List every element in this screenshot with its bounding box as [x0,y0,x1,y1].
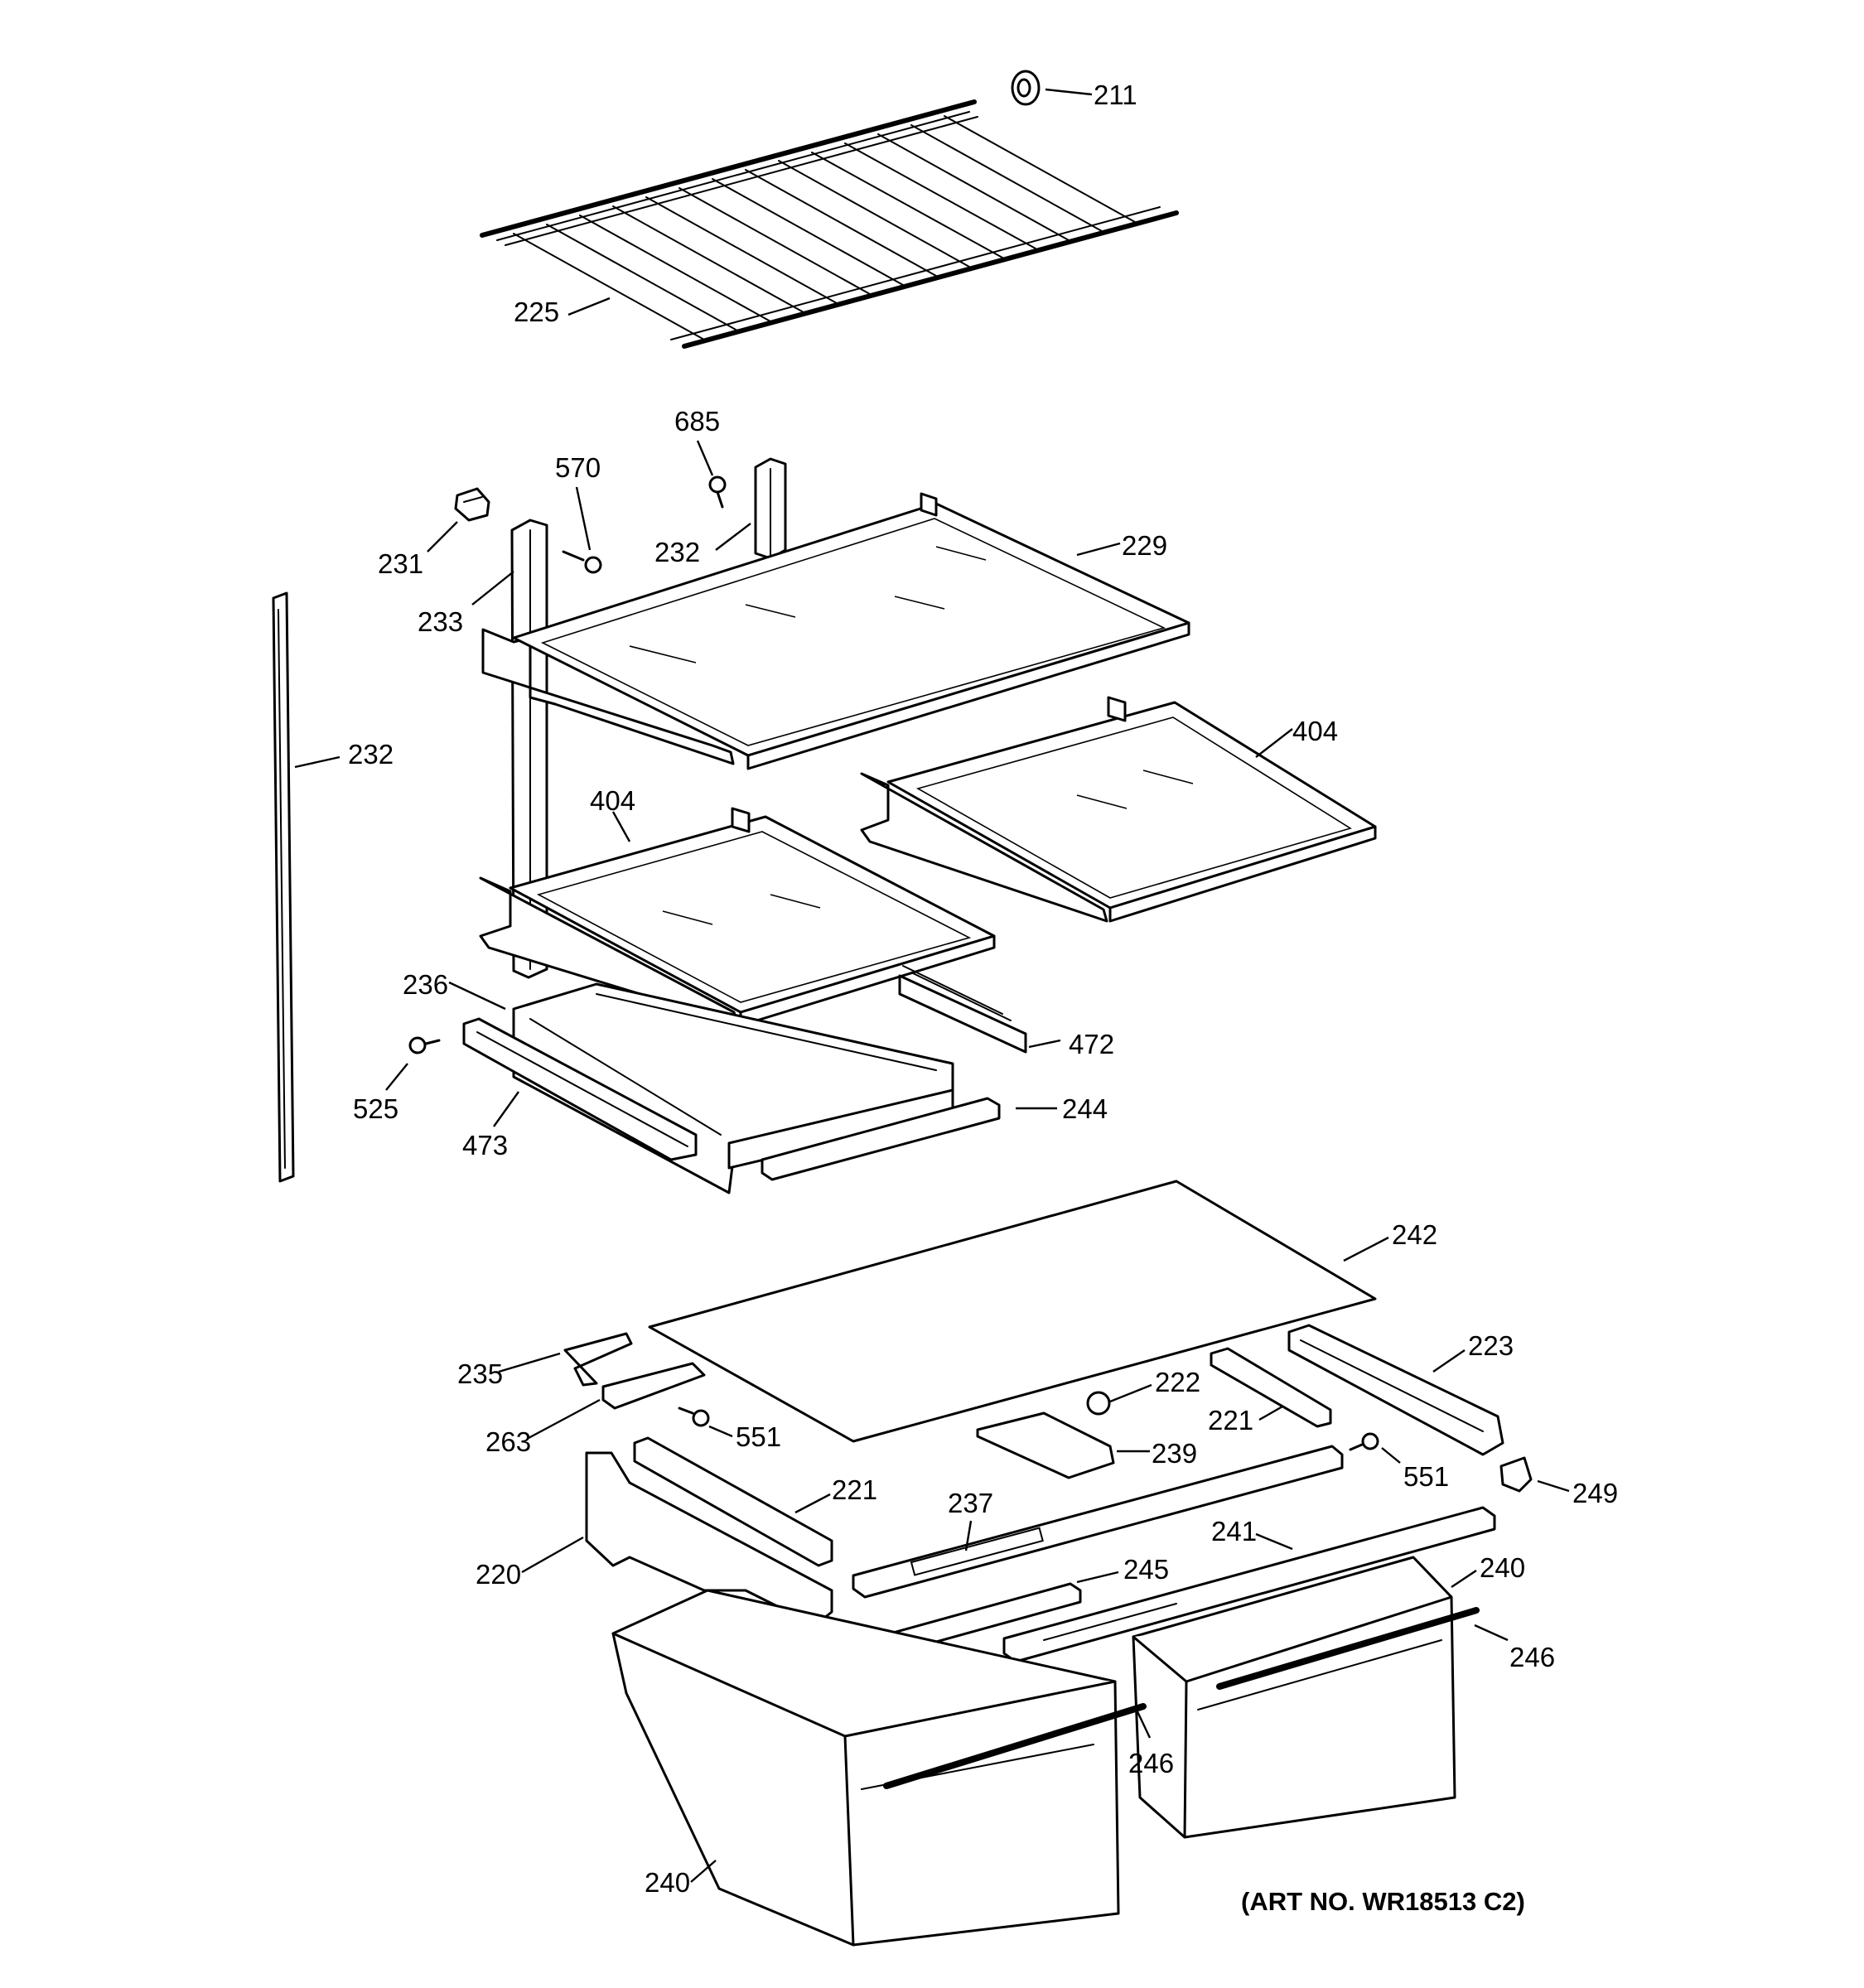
part-240-crisper-drawer-left[interactable] [611,1589,1120,1947]
part-551-screw-right[interactable] [1349,1432,1379,1451]
callout-404-left: 404 [590,785,635,816]
callout-225: 225 [514,297,559,327]
part-249-bracket[interactable] [1499,1456,1533,1493]
callout-263: 263 [485,1426,531,1457]
callout-246-left: 246 [1128,1748,1174,1778]
callout-221-right: 221 [1208,1405,1253,1436]
callout-240-right: 240 [1480,1552,1525,1583]
part-222-roller[interactable] [1086,1391,1111,1416]
callout-472: 472 [1069,1029,1114,1059]
part-551-screw-left[interactable] [678,1407,710,1427]
part-223-slide-rail-assembly[interactable] [1287,1324,1504,1456]
callout-239: 239 [1152,1438,1197,1469]
part-221-channel-right[interactable] [1210,1347,1332,1428]
part-242-glass-cover[interactable] [648,1180,1377,1443]
callout-241: 241 [1211,1516,1257,1546]
part-232-shelf-rail-left[interactable] [272,591,295,1183]
leader-lines [294,88,1570,1883]
part-241-front-rail[interactable] [1002,1506,1496,1663]
callout-249: 249 [1572,1478,1618,1508]
part-404-glass-shelf-right[interactable] [860,696,1377,923]
callout-685: 685 [674,406,720,437]
callout-labels: 211 225 685 570 231 232 229 233 232 404 … [348,80,1618,1898]
callout-525: 525 [353,1093,398,1124]
callout-240-left: 240 [645,1867,690,1898]
part-525-screw[interactable] [408,1036,441,1054]
part-237-cover-support[interactable] [852,1445,1344,1599]
part-211-shelf-stop[interactable] [1011,70,1041,106]
part-232-shelf-rail-upper[interactable] [754,457,787,560]
callout-237: 237 [948,1488,993,1518]
callout-244: 244 [1062,1093,1108,1124]
callout-242: 242 [1392,1219,1437,1250]
callout-223: 223 [1468,1330,1514,1361]
callout-404-right: 404 [1292,716,1338,746]
callout-570: 570 [555,452,601,483]
callout-232-left: 232 [348,739,394,770]
part-225-wire-shelf[interactable] [480,99,1179,349]
part-221-channel-left[interactable] [633,1436,833,1567]
part-229-glass-shelf[interactable] [481,492,1190,770]
callout-551-right: 551 [1403,1461,1449,1492]
part-240-crisper-drawer-right[interactable] [1132,1556,1456,1839]
callout-551-left: 551 [736,1421,781,1452]
part-570-screw[interactable] [562,550,602,574]
callout-246-right: 246 [1509,1642,1555,1672]
callout-231: 231 [378,548,423,579]
callout-233: 233 [418,606,463,637]
part-235-bracket[interactable] [563,1332,633,1387]
part-473-slide-rail[interactable] [462,1017,698,1161]
callout-245: 245 [1123,1554,1169,1585]
part-231-clip[interactable] [454,487,490,522]
callout-235: 235 [457,1358,503,1389]
callout-236: 236 [403,969,448,1000]
callout-229: 229 [1122,530,1167,561]
callout-222: 222 [1155,1367,1200,1397]
callout-221-left: 221 [832,1474,877,1505]
part-472-slide-rail[interactable] [898,965,1027,1054]
part-239-slide[interactable] [976,1411,1115,1479]
part-685-screw[interactable] [708,475,727,509]
callout-220: 220 [476,1559,521,1590]
callout-211: 211 [1094,80,1137,110]
part-246-drawer-handle-left[interactable] [883,1703,1147,1789]
part-244-crisper-front-rail[interactable] [761,1097,1001,1181]
art-number: (ART NO. WR18513 C2) [1241,1887,1525,1916]
part-246-drawer-handle-right[interactable] [1216,1607,1480,1690]
callout-473: 473 [462,1130,508,1160]
part-404-glass-shelf-left[interactable] [479,807,996,1027]
callout-232-upper: 232 [654,537,700,567]
part-263-channel[interactable] [601,1362,706,1410]
